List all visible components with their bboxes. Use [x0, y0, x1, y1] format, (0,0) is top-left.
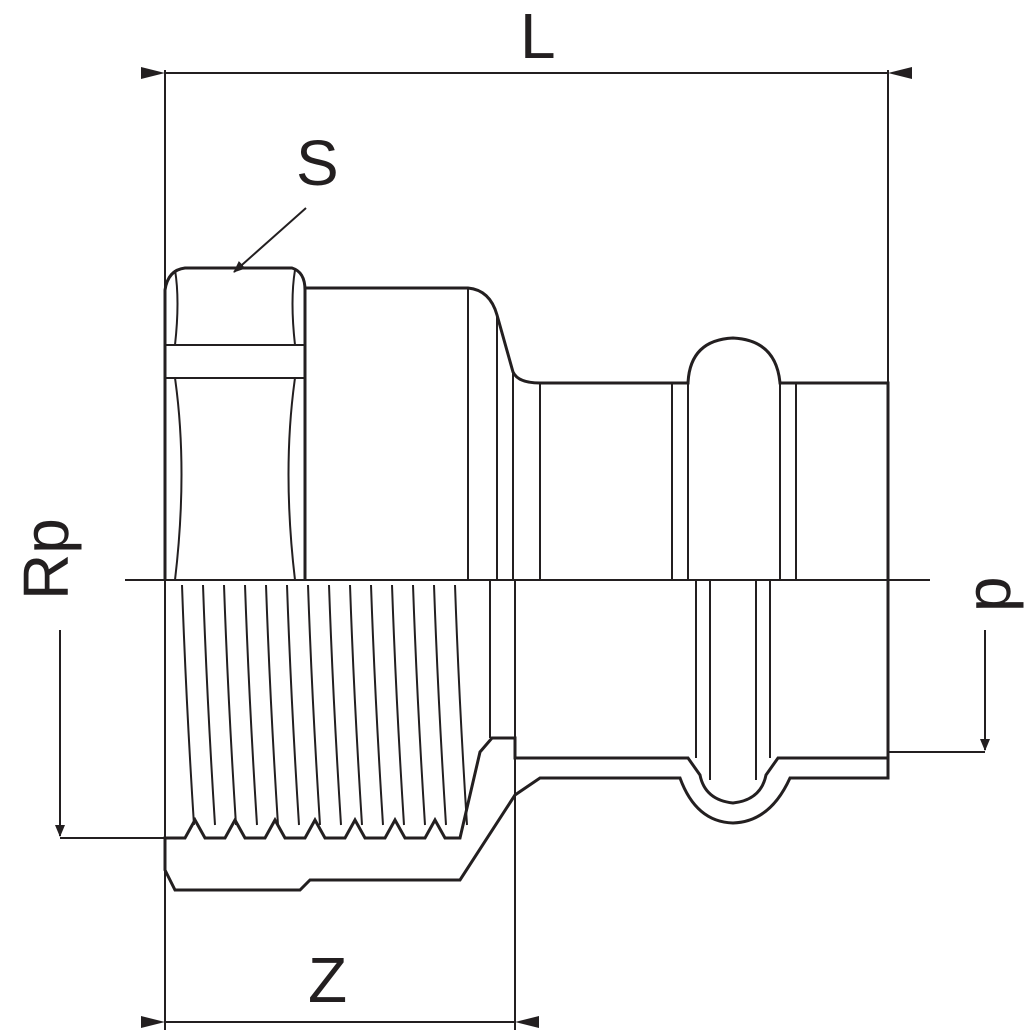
thread-line	[412, 584, 426, 826]
fitting-exterior	[163, 266, 890, 581]
thread-line	[202, 584, 216, 826]
thread-line	[181, 584, 195, 826]
thread-line	[286, 584, 300, 826]
fitting-section	[163, 580, 890, 1030]
thread-line	[370, 584, 384, 826]
label-l: L	[520, 0, 556, 72]
label-p: p	[952, 576, 1024, 612]
thread-line	[454, 584, 468, 826]
thread-line	[307, 584, 321, 826]
thread-line	[223, 584, 237, 826]
dimension-p: p	[888, 576, 1024, 753]
dimension-rp: Rp	[10, 518, 165, 839]
dimension-s: S	[233, 127, 339, 273]
thread-line	[391, 584, 405, 826]
thread-line	[265, 584, 279, 826]
thread-line	[244, 584, 258, 826]
thread-line	[328, 584, 342, 826]
label-s: S	[296, 127, 339, 199]
label-rp: Rp	[10, 518, 82, 600]
thread-line	[433, 584, 447, 826]
dimension-z: Z	[141, 944, 539, 1028]
thread-line	[349, 584, 363, 826]
label-z: Z	[308, 944, 347, 1016]
